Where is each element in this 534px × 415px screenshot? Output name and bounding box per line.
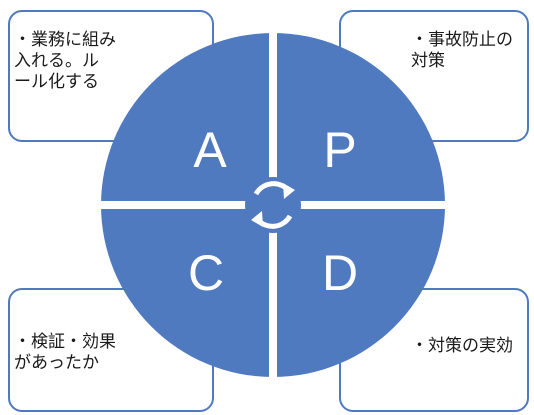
callout-check: ・検証・効果 があったか (8, 288, 214, 412)
quadrant-check (101, 205, 273, 377)
quadrant-plan (273, 33, 445, 205)
letter-plan: P (323, 122, 356, 178)
quadrant-do (273, 205, 445, 377)
letter-do: D (322, 245, 358, 301)
letter-act: A (193, 122, 227, 178)
letter-check: C (188, 245, 224, 301)
callout-check-text: ・検証・効果 があったか (14, 332, 116, 373)
callout-plan-text: ・事故防止の 対策 (411, 30, 513, 71)
quadrant-act (101, 33, 273, 205)
cycle-arrows-icon (245, 177, 301, 233)
callout-act-text: ・業務に組み 入れる。ル ール化する (14, 30, 116, 92)
callout-do-text: ・対策の実効 (411, 336, 513, 356)
